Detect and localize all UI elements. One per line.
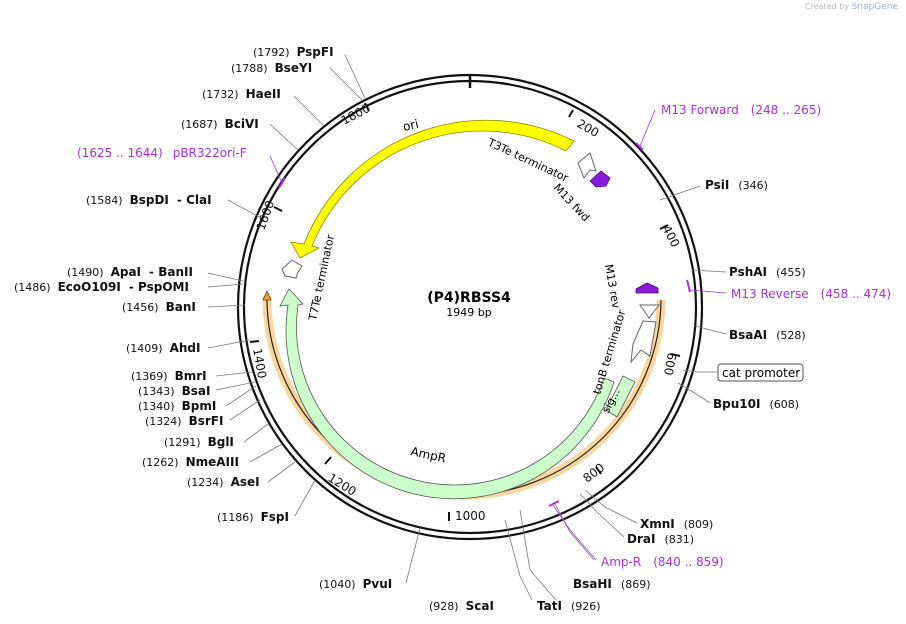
tick-label-600: 600 — [661, 351, 679, 376]
tick-label-400: 400 — [659, 223, 682, 250]
enzyme-scai[interactable]: (928)ScaI — [429, 599, 494, 613]
enzyme-bpu10i[interactable]: Bpu10I(608) — [713, 397, 799, 411]
enzyme-psii[interactable]: PsiI(346) — [705, 178, 768, 192]
snapgene-credit: Created by SnapGene — [805, 2, 898, 12]
tick-marks — [249, 102, 681, 521]
tick-1800 — [364, 102, 370, 112]
t7te-terminator-arrow[interactable] — [281, 259, 303, 279]
ori-feature[interactable] — [290, 119, 575, 259]
m13-rev-label: M13 rev — [602, 263, 623, 310]
enzyme-xmni[interactable]: XmnI(809) — [640, 517, 713, 531]
enzyme-bsai[interactable]: (1343)BsaI — [138, 384, 210, 398]
enzyme-bgli[interactable]: (1291)BglI — [164, 435, 234, 449]
ampr-label: AmpR — [409, 444, 447, 465]
enzyme-bsaai[interactable]: BsaAI(528) — [729, 328, 806, 342]
enzyme-tati[interactable]: TatI(926) — [537, 599, 601, 613]
left-enzyme-labels: (1792)PspFI (1788)BseYI (1732)HaeII (168… — [14, 45, 334, 524]
enzyme-ecoo109i-pspomi[interactable]: (1486)EcoO109I- PspOMI — [14, 280, 189, 294]
signal-sequence-feature[interactable] — [605, 375, 636, 418]
primer-amp-r[interactable]: Amp-R(840 .. 859) — [601, 555, 724, 569]
tick-label-1400: 1400 — [250, 347, 269, 380]
tick-1200 — [324, 456, 332, 465]
bottom-enzyme-labels: (928)ScaI (1040)PvuI — [319, 577, 494, 613]
tick-200 — [568, 109, 574, 118]
enzyme-bsrfi[interactable]: (1324)BsrFI — [145, 414, 223, 428]
enzyme-fspi[interactable]: (1186)FspI — [217, 510, 289, 524]
plasmid-size: 1949 bp — [446, 306, 491, 319]
primer-pbr322ori-f[interactable]: (1625 .. 1644)pBR322ori-F — [77, 146, 247, 160]
tick-1600 — [273, 206, 283, 212]
cat-promoter-box[interactable] — [717, 363, 804, 382]
enzyme-pshai[interactable]: PshAI(455) — [729, 265, 806, 279]
tick-800 — [595, 466, 602, 475]
tick-label-800: 800 — [580, 460, 607, 485]
ori-label: ori — [402, 117, 420, 134]
tick-400 — [659, 224, 669, 230]
amp-region-arrowhead — [262, 290, 272, 301]
enzyme-bcivi[interactable]: (1687)BciVI — [181, 117, 259, 131]
m13-fwd-arrow[interactable] — [589, 170, 611, 188]
enzyme-bpmi[interactable]: (1340)BpmI — [138, 399, 216, 413]
enzyme-bmri[interactable]: (1369)BmrI — [131, 369, 207, 383]
tonb-terminator-arrow-top[interactable] — [639, 304, 661, 319]
left-leader-lines — [207, 54, 421, 584]
m13-fwd-label: M13 fwd — [551, 181, 592, 224]
amp-r-site-mark — [548, 500, 560, 507]
enzyme-asei[interactable]: (1234)AseI — [187, 475, 260, 489]
enzyme-pspfi[interactable]: (1792)PspFI — [253, 45, 334, 59]
primer-m13-reverse[interactable]: M13 Reverse(458 .. 474) — [731, 287, 891, 301]
tick-labels: 200 400 600 800 1000 1200 1400 1600 1800 — [250, 101, 682, 523]
tick-label-1000: 1000 — [455, 509, 486, 523]
m13-reverse-site-mark — [686, 279, 691, 293]
primer-leader-lines — [269, 109, 727, 561]
m13-forward-site-mark — [635, 142, 644, 151]
enzyme-pvui[interactable]: (1040)PvuI — [319, 577, 392, 591]
cat-promoter-label: cat promoter — [722, 366, 800, 380]
snapgene-logo: SnapGene — [851, 2, 898, 12]
m13-rev-arrow[interactable] — [635, 282, 659, 294]
tick-600 — [670, 353, 681, 357]
right-enzyme-labels: PsiI(346) PshAI(455) BsaAI(528) Bpu10I(6… — [537, 178, 806, 613]
plasmid-name: (P4)RBSS4 — [427, 290, 511, 306]
enzyme-nmeaiii[interactable]: (1262)NmeAIII — [142, 455, 239, 469]
enzyme-haeii[interactable]: (1732)HaeII — [202, 87, 281, 101]
credit-prefix: Created by — [805, 2, 850, 11]
primer-m13-forward[interactable]: M13 Forward(248 .. 265) — [661, 103, 821, 117]
enzyme-bani[interactable]: (1456)BanI — [122, 300, 196, 314]
right-leader-lines — [504, 185, 727, 601]
enzyme-bspdi-clai[interactable]: (1584)BspDI- ClaI — [86, 193, 212, 207]
ampr-feature[interactable] — [279, 288, 615, 500]
t3te-terminator-arrow[interactable] — [577, 152, 597, 180]
tick-1400 — [249, 340, 260, 343]
enzyme-bseyi[interactable]: (1788)BseYI — [231, 61, 312, 75]
primer-labels: M13 Forward(248 .. 265) M13 Reverse(458 … — [77, 103, 891, 569]
enzyme-bsahi[interactable]: BsaHI(869) — [573, 577, 651, 591]
enzyme-apai-banii[interactable]: (1490)ApaI- BanII — [67, 265, 193, 279]
tick-label-1600: 1600 — [254, 199, 278, 232]
tonb-terminator-arrow[interactable] — [630, 320, 657, 364]
enzyme-drai[interactable]: DraI(831) — [627, 532, 694, 546]
enzyme-ahdi[interactable]: (1409)AhdI — [126, 341, 200, 355]
